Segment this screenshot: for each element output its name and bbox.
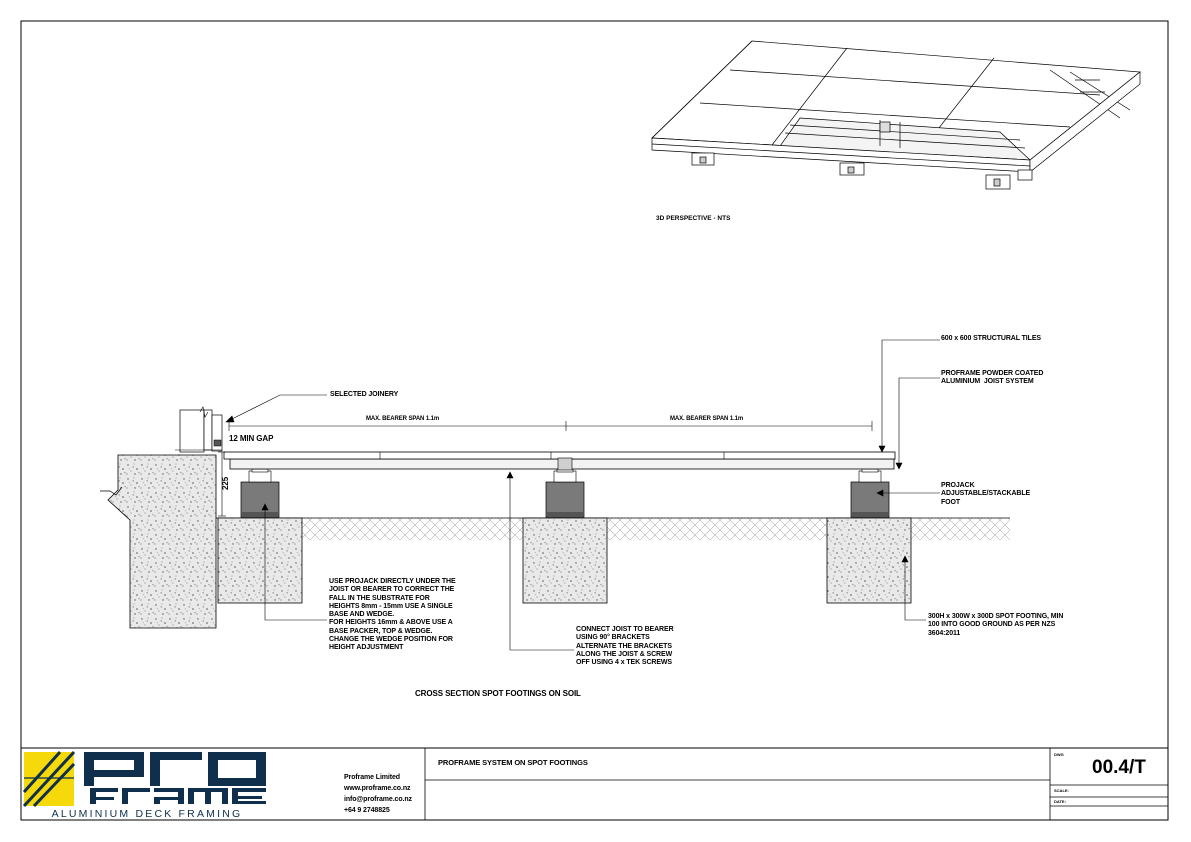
section-caption: CROSS SECTION SPOT FOOTINGS ON SOIL bbox=[415, 689, 581, 698]
perspective-view bbox=[651, 40, 1141, 190]
logo-caption: ALUMINIUM DECK FRAMING bbox=[51, 808, 243, 820]
email-link[interactable]: info@proframe.co.nz bbox=[344, 796, 412, 803]
date-label: DATE: bbox=[1054, 799, 1066, 804]
cross-section bbox=[100, 339, 1010, 651]
gap-label: 12 MIN GAP bbox=[229, 434, 274, 443]
joinery-label: SELECTED JOINERY bbox=[330, 391, 399, 398]
projack-note: USE PROJACK DIRECTLY UNDER THE JOIST OR … bbox=[329, 578, 456, 652]
phone-number: +64 9 2748825 bbox=[344, 807, 390, 814]
dwg-label: DWG bbox=[1054, 752, 1064, 757]
height-dimension: 225 bbox=[221, 476, 230, 490]
joist-system-label: PROFRAME POWDER COATED ALUMINIUM JOIST S… bbox=[941, 370, 1044, 386]
footing-label: 300H x 300W x 300D SPOT FOOTING, MIN 100… bbox=[928, 613, 1064, 637]
scale-label: SCALE: bbox=[1054, 788, 1069, 793]
proframe-logo bbox=[22, 750, 266, 808]
title-block bbox=[424, 748, 1168, 820]
drawing-number: 00.4/T bbox=[1092, 757, 1146, 778]
website-link[interactable]: www.proframe.co.nz bbox=[344, 785, 411, 792]
drawing-title: PROFRAME SYSTEM ON SPOT FOOTINGS bbox=[438, 758, 588, 767]
company-name: Proframe Limited bbox=[344, 774, 400, 781]
span-left-label: MAX. BEARER SPAN 1.1m bbox=[366, 416, 440, 422]
tiles-label: 600 x 600 STRUCTURAL TILES bbox=[941, 335, 1041, 342]
projack-label: PROJACK ADJUSTABLE/STACKABLE FOOT bbox=[941, 482, 1031, 506]
span-right-label: MAX. BEARER SPAN 1.1m bbox=[670, 416, 744, 422]
perspective-caption: 3D PERSPECTIVE - NTS bbox=[656, 215, 731, 222]
bracket-note: CONNECT JOIST TO BEARER USING 90° BRACKE… bbox=[576, 626, 674, 667]
